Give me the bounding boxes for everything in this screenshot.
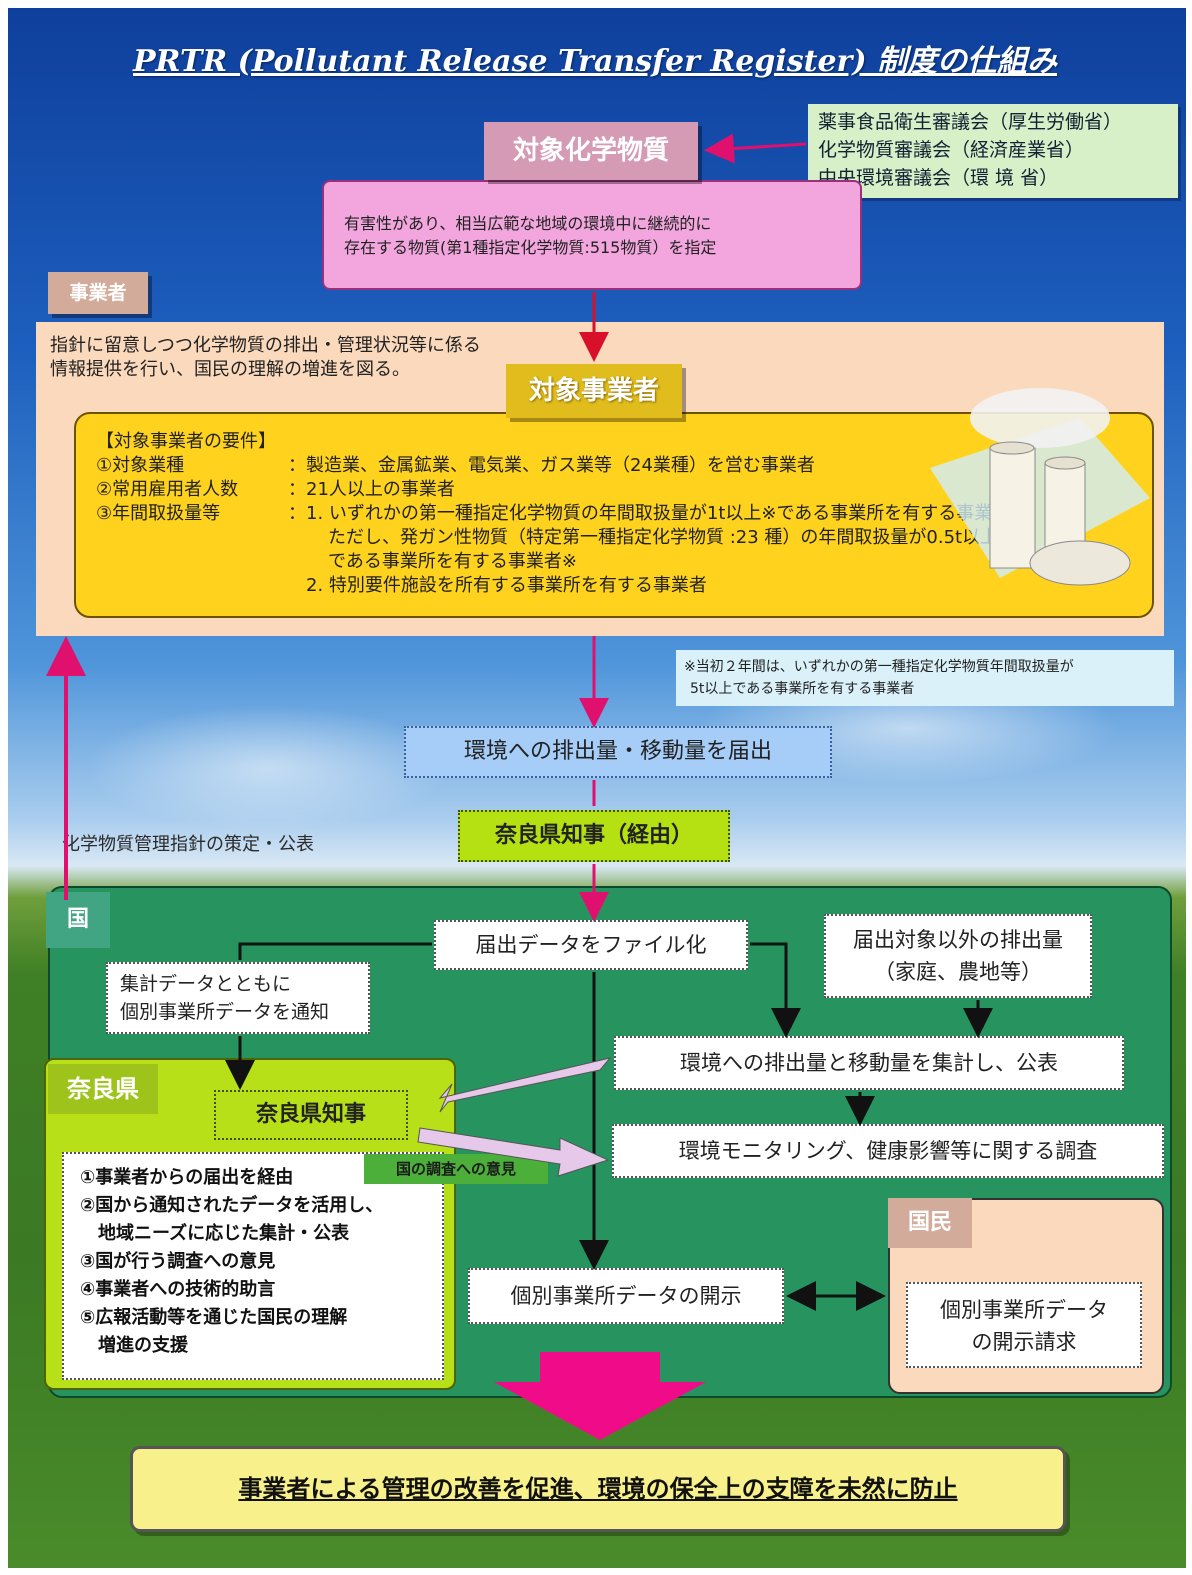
request-line: 個別事業所データ: [940, 1298, 1108, 1322]
agency-list: 薬事食品衛生審議会（厚生労働省） 化学物質審議会（経済産業省） 中央環境審議会（…: [808, 104, 1178, 198]
nara-governor-box: 奈良県知事: [214, 1090, 408, 1140]
guideline-text: 指針に留意しつつ化学物質の排出・管理状況等に係る 情報提供を行い、国民の理解の増…: [50, 334, 610, 382]
agency-item: 中央環境審議会（環 境 省）: [818, 167, 1059, 189]
guideline-text-line: 指針に留意しつつ化学物質の排出・管理状況等に係る: [50, 335, 481, 356]
requirement-key: ②常用雇用者人数: [96, 479, 239, 500]
conclusion-box: 事業者による管理の改善を促進、環境の保全上の支障を未然に防止: [130, 1446, 1066, 1532]
requirements-heading: 【対象事業者の要件】: [96, 431, 276, 452]
requirement-value: である事業所を有する事業者※: [328, 551, 577, 572]
country-tag: 国: [46, 892, 110, 948]
requirement-key: ①対象業種: [96, 455, 185, 476]
disclosure-box: 個別事業所データの開示: [468, 1268, 784, 1324]
agency-item: 薬事食品衛生審議会（厚生労働省）: [818, 111, 1123, 133]
requirement-row: ただし、発ガン性物質（特定第一種指定化学物質 :23 種）の年間取扱量が0.5t…: [96, 526, 1132, 550]
requirement-row: 2. 特別要件施設を所有する事業所を有する事業者: [96, 574, 1132, 598]
notify-line: 個別事業所データを通知: [120, 1001, 330, 1023]
factory-icon: [930, 388, 1150, 586]
requirement-value: ただし、発ガン性物質（特定第一種指定化学物質 :23 種）の年間取扱量が0.5t…: [328, 527, 999, 548]
note-line: ※当初２年間は、いずれかの第一種指定化学物質年間取扱量が: [684, 659, 1074, 675]
chemical-desc-line: 有害性があり、相当広範な地域の環境中に継続的に: [344, 214, 712, 233]
guideline-text-line: 情報提供を行い、国民の理解の増進を図る。: [50, 359, 410, 380]
chemical-description-box: 有害性があり、相当広範な地域の環境中に継続的に 存在する物質(第1種指定化学物質…: [322, 180, 862, 290]
agency-item: 化学物質審議会（経済産業省）: [818, 139, 1085, 161]
note-box: ※当初２年間は、いずれかの第一種指定化学物質年間取扱量が 5t以上である事業所を…: [676, 650, 1174, 706]
requirement-key: ③年間取扱量等: [96, 503, 221, 524]
monitoring-box: 環境モニタリング、健康影響等に関する調査: [612, 1124, 1164, 1178]
chemical-title: 対象化学物質: [484, 122, 698, 180]
disclosure-request-box: 個別事業所データ の開示請求: [906, 1282, 1142, 1368]
requirement-value: 2. 特別要件施設を所有する事業所を有する事業者: [306, 575, 707, 596]
chemical-desc-line: 存在する物質(第1種指定化学物質:515物質）を指定: [344, 238, 717, 257]
target-business-title: 対象事業者: [506, 364, 682, 418]
role-item: ③国が行う調査への意見: [80, 1251, 276, 1272]
governor-via-box: 奈良県知事（経由）: [458, 810, 730, 862]
requirement-row: ①対象業種 ：製造業、金属鉱業、電気業、ガス業等（24業種）を営む事業者: [96, 454, 1132, 478]
business-tag: 事業者: [48, 272, 148, 314]
requirement-value: ：製造業、金属鉱業、電気業、ガス業等（24業種）を営む事業者: [288, 455, 815, 476]
file-data-box: 届出データをファイル化: [434, 920, 748, 970]
role-item: 地域ニーズに応じた集計・公表: [80, 1223, 350, 1244]
requirement-row: ③年間取扱量等 ：1. いずれかの第一種指定化学物質の年間取扱量が1t以上※であ…: [96, 502, 1132, 526]
requirement-value: ：1. いずれかの第一種指定化学物質の年間取扱量が1t以上※である事業所を有する…: [288, 503, 1011, 524]
requirement-value: ：21人以上の事業者: [288, 479, 455, 500]
request-line: の開示請求: [971, 1330, 1077, 1354]
page-title: PRTR (Pollutant Release Transfer Registe…: [133, 44, 1057, 79]
requirement-row: である事業所を有する事業者※: [96, 550, 1132, 574]
note-line: 5t以上である事業所を有する事業者: [690, 681, 915, 697]
other-emissions-line: 届出対象以外の排出量: [853, 928, 1063, 952]
notify-line: 集計データとともに: [120, 973, 292, 995]
other-emissions-line: （家庭、農地等）: [874, 960, 1042, 984]
role-item: ④事業者への技術的助言: [80, 1279, 276, 1300]
aggregate-box: 環境への排出量と移動量を集計し、公表: [614, 1036, 1124, 1090]
nara-tag: 奈良県: [48, 1064, 158, 1114]
other-emissions-box: 届出対象以外の排出量 （家庭、農地等）: [824, 914, 1092, 998]
guideline-publish-label: 化学物質管理指針の策定・公表: [62, 834, 314, 855]
opinion-label: 国の調査への意見: [364, 1154, 548, 1184]
citizen-tag: 国民: [888, 1198, 972, 1248]
role-item: ⑤広報活動等を通じた国民の理解: [80, 1307, 348, 1328]
role-item: ②国から通知されたデータを活用し、: [80, 1195, 384, 1216]
notify-box: 集計データとともに 個別事業所データを通知: [106, 962, 370, 1034]
role-item: ①事業者からの届出を経由: [80, 1167, 294, 1188]
role-item: 増進の支援: [80, 1335, 188, 1356]
requirement-row: ②常用雇用者人数 ：21人以上の事業者: [96, 478, 1132, 502]
nara-roles-box: ①事業者からの届出を経由 ②国から通知されたデータを活用し、 地域ニーズに応じた…: [62, 1152, 444, 1380]
report-box: 環境への排出量・移動量を届出: [404, 726, 832, 778]
